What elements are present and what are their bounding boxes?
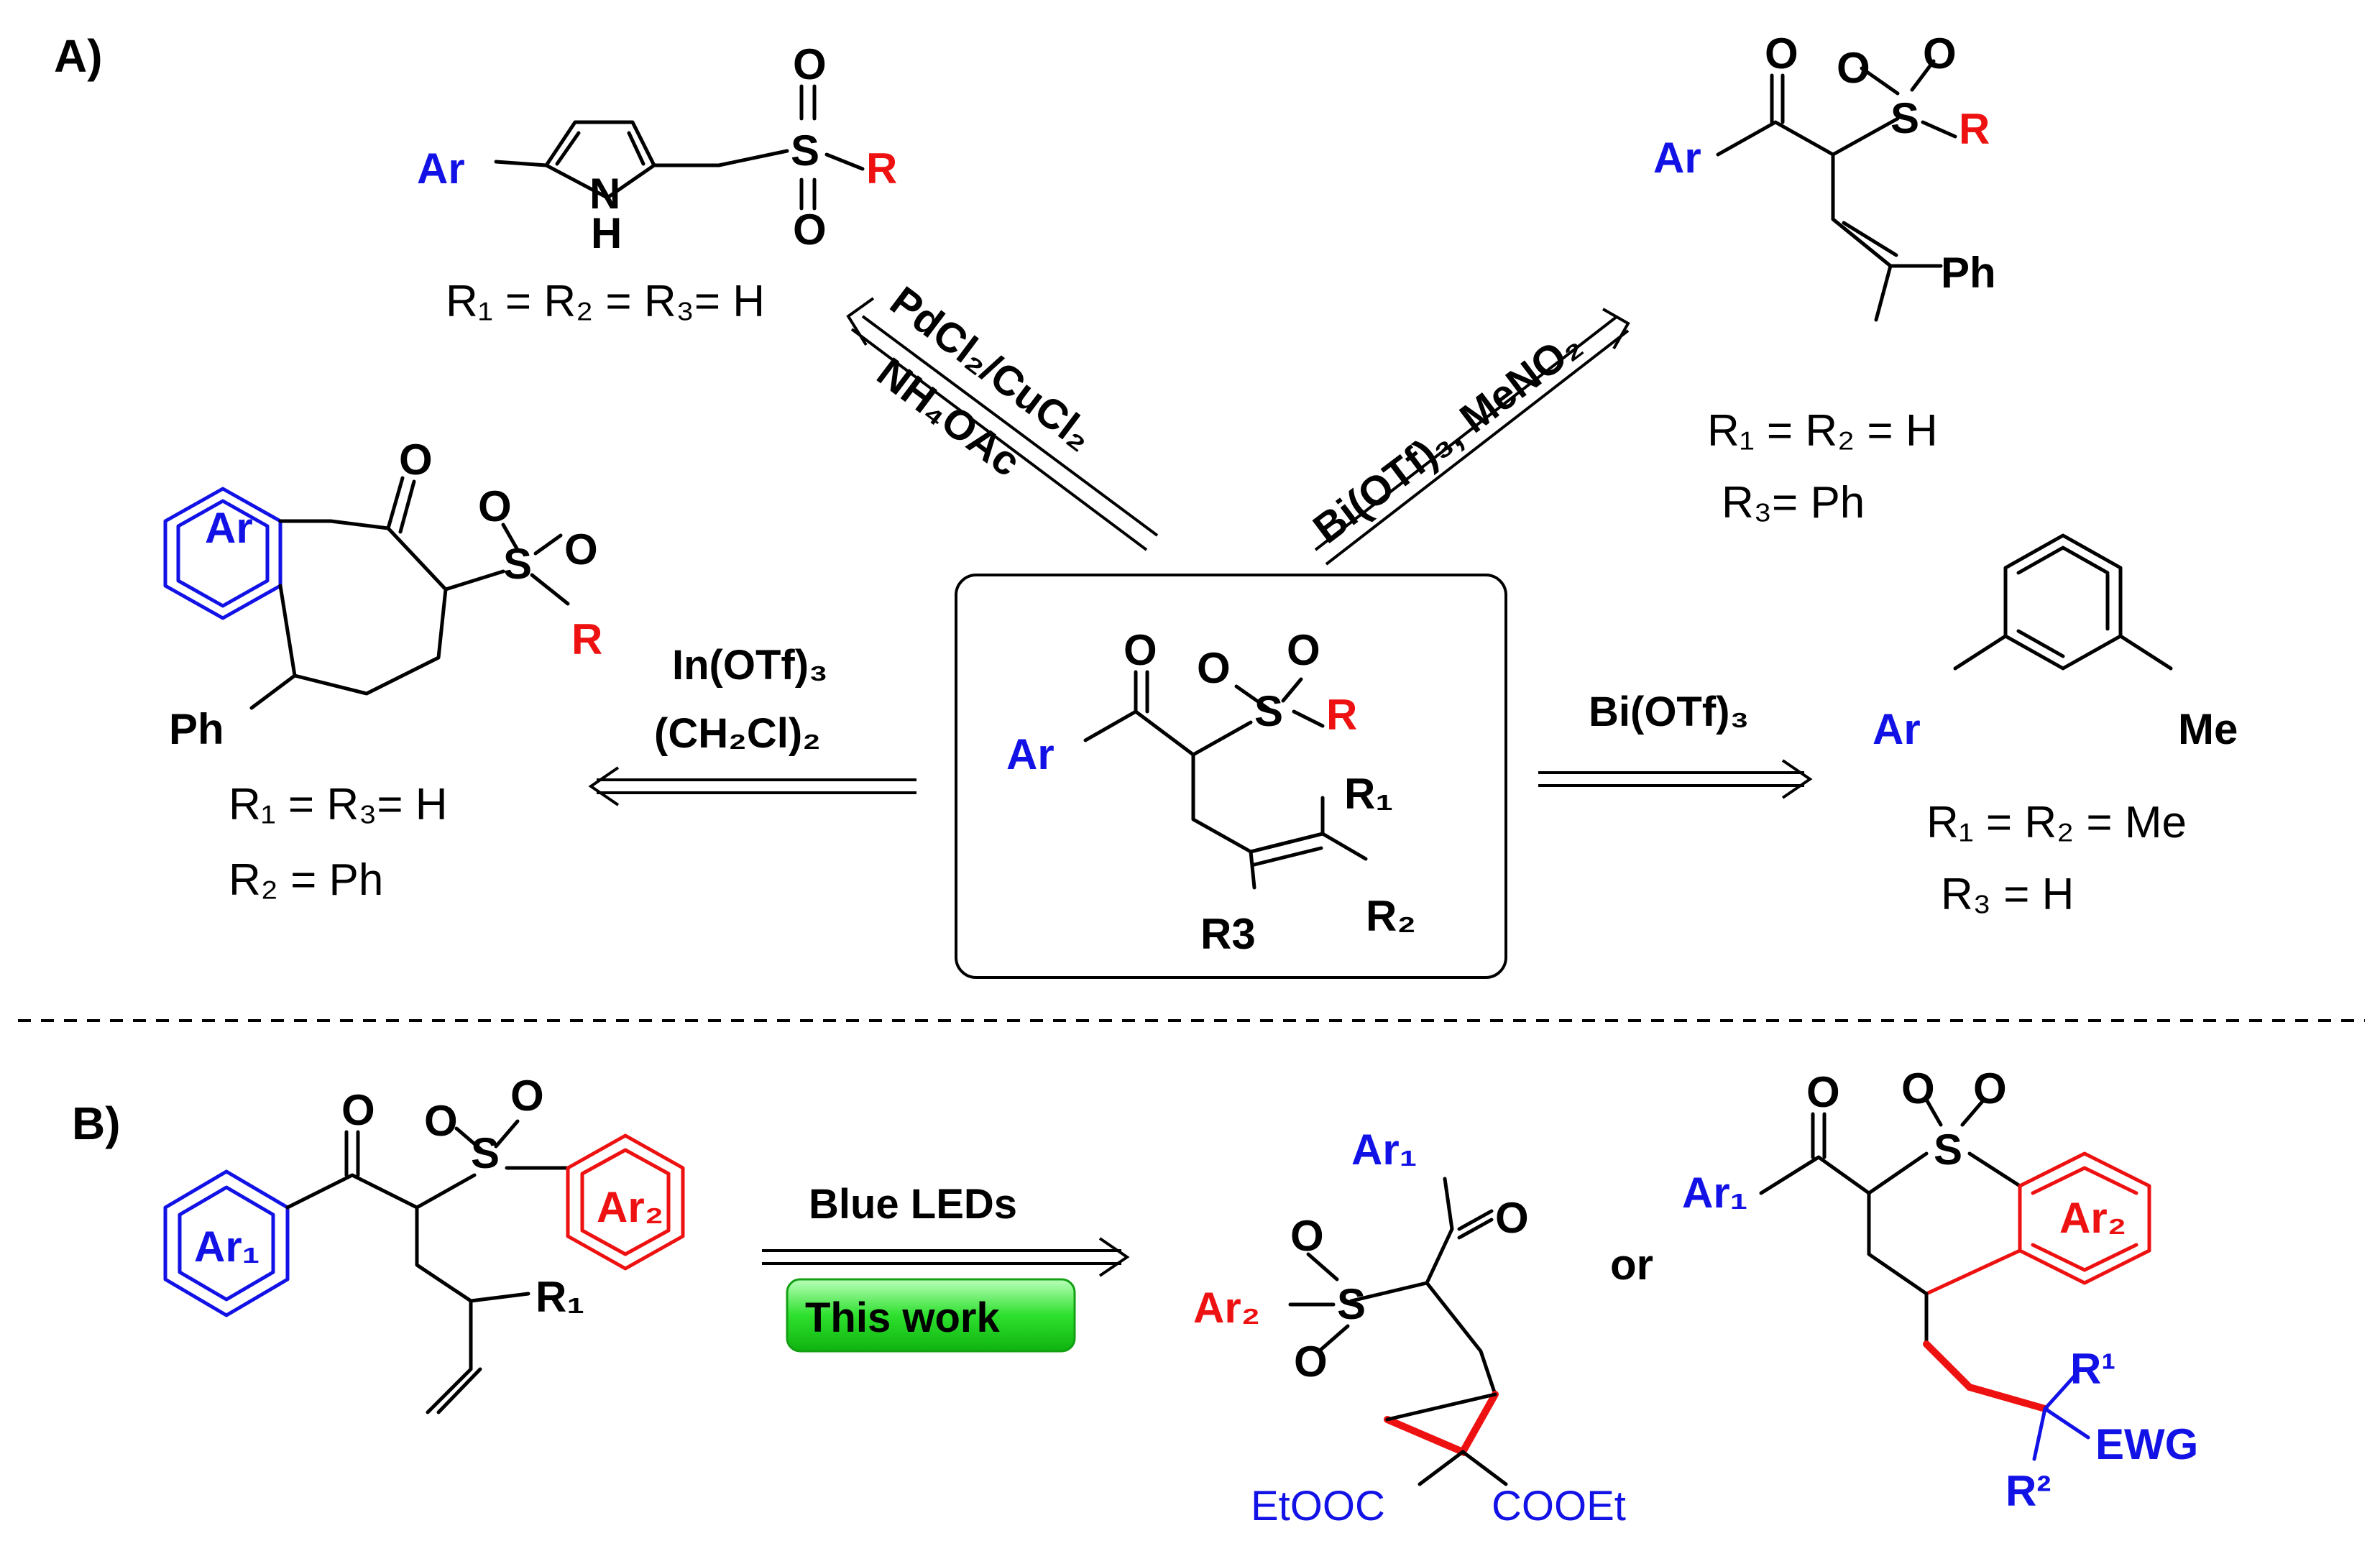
atom-ar2: Ar₂ xyxy=(597,1183,663,1231)
atom-o: O xyxy=(1287,626,1320,674)
atom-r1-sup: R¹ xyxy=(2070,1345,2115,1393)
atom-ar1: Ar₁ xyxy=(1351,1126,1418,1174)
atom-ar: Ar xyxy=(1006,730,1055,778)
atom-ar2: Ar₂ xyxy=(1193,1284,1260,1332)
atom-ar2: Ar₂ xyxy=(2059,1194,2126,1242)
atom-r1: R₁ xyxy=(1344,770,1393,818)
atom-s: S xyxy=(791,126,819,175)
arrow-blue-leds: Blue LEDs This work xyxy=(762,1181,1130,1353)
atom-ar: Ar xyxy=(1653,134,1701,182)
panel-label-a: A) xyxy=(54,30,103,82)
benzo-condition-1: R₁ = R₃= H xyxy=(229,780,448,829)
atom-o: O xyxy=(1923,29,1957,78)
allyl-condition-1: R₁ = R₂ = H xyxy=(1707,406,1938,456)
atom-r3: R3 xyxy=(1200,910,1256,958)
atom-o: O xyxy=(1973,1064,2007,1113)
atom-n: N xyxy=(589,170,620,218)
atom-ar1: Ar₁ xyxy=(1682,1169,1748,1217)
atom-o: O xyxy=(1197,644,1231,692)
cyclopropane-product: Ar₁ O S O O Ar₂ EtOOC COOEt xyxy=(1193,1126,1626,1529)
arrow-bi-right: Bi(OTf)₃ xyxy=(1538,689,1813,799)
atom-r: R xyxy=(571,615,602,663)
atom-o: O xyxy=(341,1086,375,1134)
atom-r: R xyxy=(1326,691,1357,739)
reagent-in-1: In(OTf)₃ xyxy=(672,642,828,689)
atom-ph: Ph xyxy=(1941,249,1996,297)
atom-o: O xyxy=(1901,1064,1935,1113)
atom-o: O xyxy=(424,1097,458,1145)
panel-label-b: B) xyxy=(72,1098,121,1149)
atom-h: H xyxy=(591,209,622,257)
atom-r2: R₂ xyxy=(1366,892,1416,940)
central-substrate: Ar O S O O R R₁ R₂ R3 xyxy=(955,574,1507,979)
atom-ar: Ar xyxy=(1873,705,1921,753)
pyrrole-product: Ar N H S O O R R₁ = R₂ = R₃= H xyxy=(417,40,897,326)
this-work-label: This work xyxy=(805,1294,1000,1341)
reagent-blue-leds: Blue LEDs xyxy=(809,1181,1017,1228)
atom-cooet: COOEt xyxy=(1492,1483,1626,1529)
benzocycloheptanone-product: Ar O S O O R Ph R₁ = R₃= H R₂ = Ph xyxy=(163,436,602,905)
this-work-badge xyxy=(786,1278,1076,1353)
substrate-box xyxy=(955,574,1507,979)
atom-o: O xyxy=(1765,29,1798,78)
atom-o: O xyxy=(564,525,598,574)
atom-ewg: EWG xyxy=(2095,1420,2198,1468)
arene-condition-1: R₁ = R₂ = Me xyxy=(1926,798,2187,847)
atom-ar: Ar xyxy=(417,144,465,193)
arrow-pd: PdCl₂/CuCl₂ NH₄OAc xyxy=(846,277,1159,551)
pyrrole-condition: R₁ = R₂ = R₃= H xyxy=(446,277,765,326)
arrow-in: In(OTf)₃ (CH₂Cl)₂ xyxy=(588,642,916,806)
atom-etooc: EtOOC xyxy=(1251,1483,1385,1529)
arene-product: Ar Me R₁ = R₂ = Me R₃ = H xyxy=(1873,533,2238,919)
reagent-bi-right: Bi(OTf)₃ xyxy=(1589,689,1749,735)
atom-s: S xyxy=(471,1129,500,1177)
atom-r: R xyxy=(1959,105,1990,153)
atom-s: S xyxy=(1890,94,1919,142)
allyl-product: Ar O S O O R Ph R₁ = R₂ = H R₃= Ph xyxy=(1653,29,1996,528)
reagent-in-2: (CH₂Cl)₂ xyxy=(654,710,821,757)
thiochromane-product: Ar₁ O S O O Ar₂ R¹ EWG R² xyxy=(1682,1064,2198,1515)
atom-r: R xyxy=(866,144,897,193)
atom-ar1: Ar₁ xyxy=(194,1223,260,1271)
atom-o: O xyxy=(1290,1212,1324,1260)
atom-r1: R₁ xyxy=(536,1273,584,1321)
benzo-condition-2: R₂ = Ph xyxy=(229,855,383,905)
atom-s: S xyxy=(1934,1126,1962,1174)
atom-o: O xyxy=(1495,1194,1529,1242)
arene-condition-2: R₃ = H xyxy=(1941,870,2074,919)
allyl-condition-2: R₃= Ph xyxy=(1722,478,1865,528)
panel-b-substrate: Ar₁ O S O O Ar₂ R₁ xyxy=(163,1072,685,1414)
atom-s: S xyxy=(503,540,532,588)
atom-o: O xyxy=(399,436,433,484)
atom-o: O xyxy=(1806,1068,1840,1116)
atom-r2-sup: R² xyxy=(2005,1467,2051,1515)
atom-o: O xyxy=(478,482,512,530)
atom-o: O xyxy=(510,1072,544,1120)
atom-o: O xyxy=(1837,44,1870,92)
atom-o: O xyxy=(1294,1338,1328,1386)
atom-ph: Ph xyxy=(169,705,224,753)
atom-ar: Ar xyxy=(205,504,253,552)
atom-o: O xyxy=(793,40,827,88)
atom-o: O xyxy=(1124,626,1157,674)
atom-o: O xyxy=(793,206,827,254)
arrow-bi-meno2: Bi(OTf)₃, MeNO₂ xyxy=(1305,308,1630,566)
atom-s: S xyxy=(1254,687,1283,735)
atom-s: S xyxy=(1337,1280,1366,1328)
atom-me: Me xyxy=(2178,705,2238,753)
reagent-bi-meno2: Bi(OTf)₃, MeNO₂ xyxy=(1305,321,1591,553)
or-label: or xyxy=(1610,1241,1653,1289)
